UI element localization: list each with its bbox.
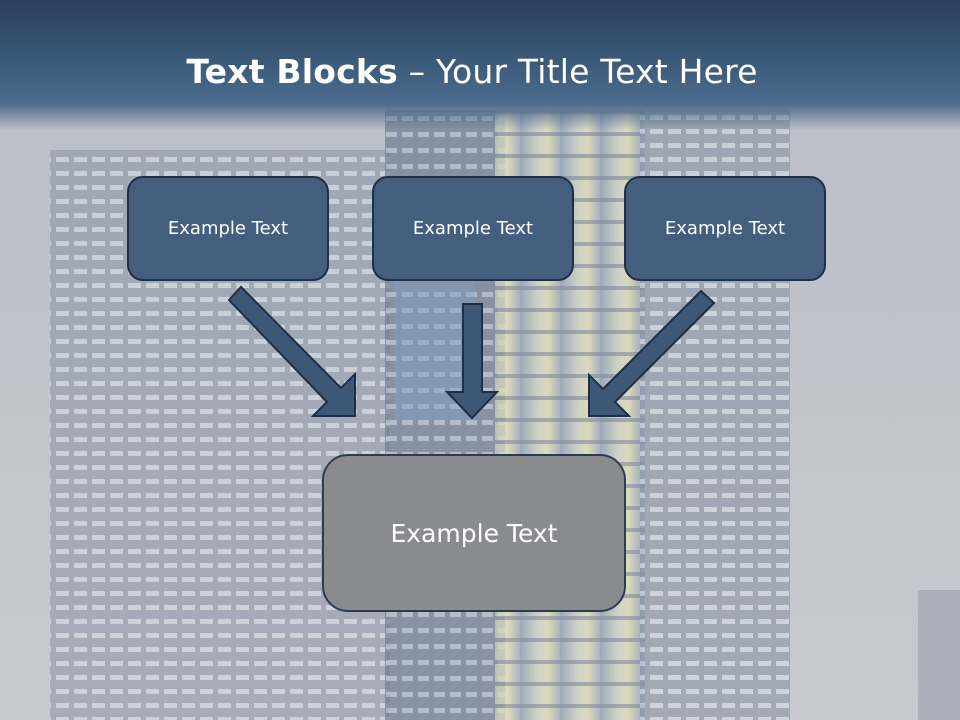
title-bold-text: Text Blocks: [186, 52, 398, 91]
text-block-2-label: Example Text: [412, 218, 534, 239]
text-block-3[interactable]: Example Text: [624, 176, 826, 281]
text-block-1[interactable]: Example Text: [127, 176, 329, 281]
title-bar: [0, 0, 960, 130]
down-right-arrow-icon: [227, 285, 356, 417]
title-rest-text: Your Title Text Here: [435, 52, 758, 91]
text-block-2[interactable]: Example Text: [372, 176, 574, 281]
down-arrow-icon: [444, 303, 500, 420]
down-left-arrow-icon: [588, 289, 716, 417]
result-text-block[interactable]: Example Text: [322, 454, 626, 612]
text-block-1-label: Example Text: [167, 218, 289, 239]
result-text-block-label: Example Text: [390, 518, 558, 548]
title-dash: –: [397, 52, 436, 91]
text-block-3-label: Example Text: [664, 218, 786, 239]
slide-title: Text Blocks – Your Title Text Here: [0, 52, 944, 91]
